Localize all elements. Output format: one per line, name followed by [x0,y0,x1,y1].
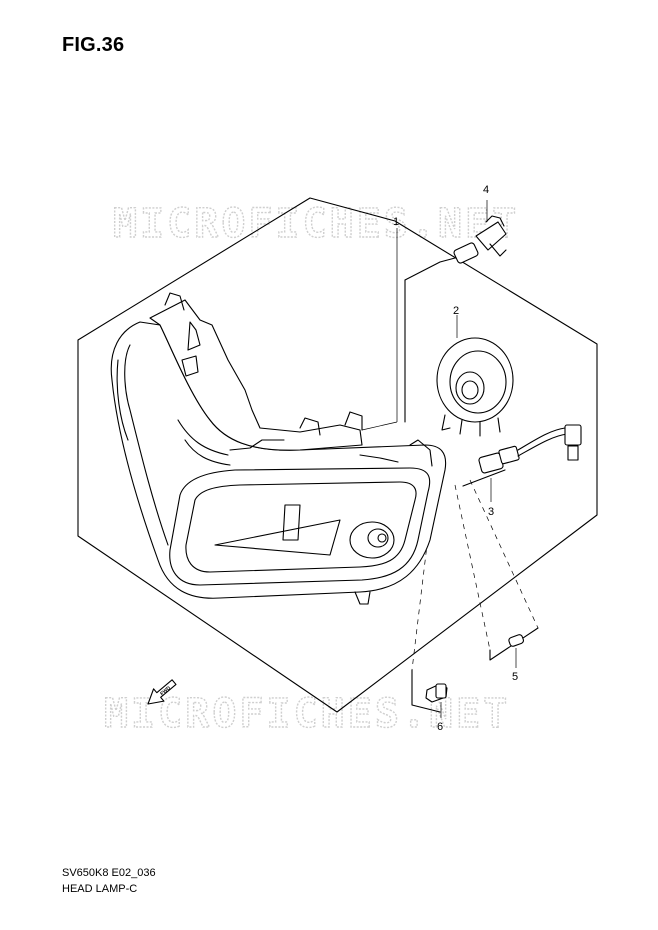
part-number-3: 3 [488,506,494,518]
leader-part-1-end [361,421,398,431]
wiring-socket [478,424,582,502]
headlight-bulb [453,200,507,264]
bolt-bracket [411,669,441,713]
part-number-5: 5 [512,671,518,683]
sub-assembly-box [404,257,456,281]
part-number-1: 1 [393,216,399,228]
part-number-2: 2 [453,305,459,317]
dashed-line-5b [469,479,539,629]
assembly-outline [77,197,598,713]
part-number-6: 6 [437,721,443,733]
headlamp-assembly [110,292,447,605]
position-bulb [508,634,524,668]
connector-leader [462,469,506,487]
part-number-4: 4 [483,184,489,196]
watermark-bottom: MICROFICHES.NET [104,691,510,737]
figure-title: FIG.36 [62,34,125,56]
socket-cover [436,315,514,437]
diagram-caption: HEAD LAMP-C [62,883,138,895]
watermark-top: MICROFICHES.NET [113,201,519,247]
mounting-bolt [425,683,448,718]
diagram-code: SV650K8 E02_036 [62,867,156,879]
dashed-line-5a [454,484,491,651]
